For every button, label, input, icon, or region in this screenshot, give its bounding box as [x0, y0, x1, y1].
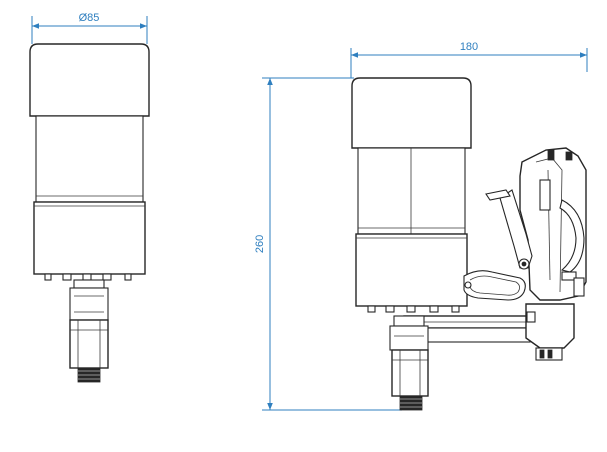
- motor-body-side: [357, 147, 466, 235]
- rail-end-bracket: [525, 303, 575, 349]
- height-dimension: 260: [254, 77, 402, 411]
- motor-cap-side: [351, 77, 472, 149]
- width-dimension: 180: [350, 41, 588, 78]
- hex-chuck-side: [391, 349, 429, 397]
- spindle-collar: [73, 279, 105, 289]
- front-view: Ø85: [29, 12, 150, 383]
- diameter-label: Ø85: [79, 12, 100, 24]
- gearbox-housing: [33, 201, 146, 275]
- spindle-shaft-side: [389, 325, 429, 351]
- spindle-collar-side: [393, 315, 425, 327]
- diameter-dimension: Ø85: [31, 12, 148, 44]
- spindle-shaft: [69, 287, 109, 321]
- handle-arm: [463, 270, 526, 301]
- side-view: 180 260: [254, 41, 588, 411]
- bolt-row-side: [367, 305, 460, 313]
- motor-cap: [29, 43, 150, 117]
- lever-tab: [485, 189, 511, 201]
- trigger-guard: [559, 199, 585, 273]
- motor-body: [35, 115, 144, 203]
- hex-chuck: [69, 319, 109, 369]
- height-label: 260: [254, 235, 266, 253]
- bolt-row: [44, 273, 132, 281]
- gearbox-housing-side: [355, 233, 468, 307]
- width-label: 180: [460, 41, 478, 53]
- trigger-lever: [499, 189, 533, 269]
